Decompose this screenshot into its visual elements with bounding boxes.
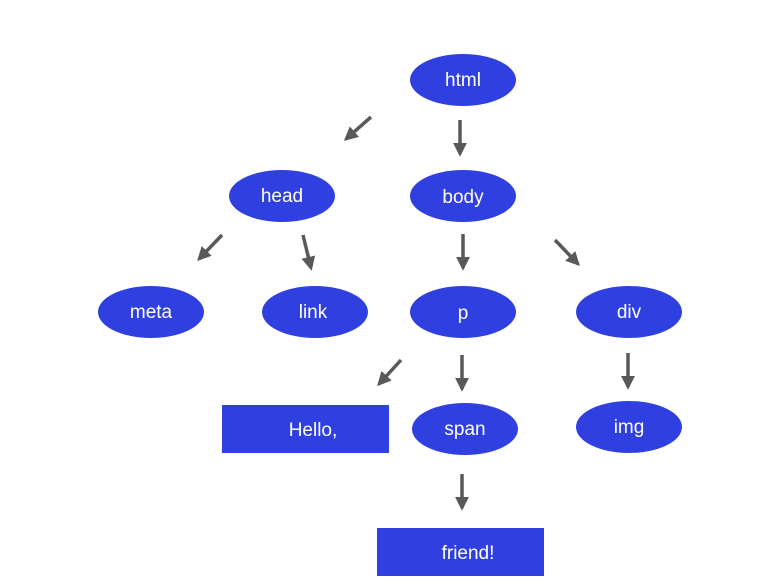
- node-p: p: [410, 286, 516, 338]
- node-shape: [410, 286, 516, 338]
- arrow-p-to-hello: [377, 358, 403, 387]
- node-meta: meta: [98, 286, 204, 338]
- node-label: Hello,: [289, 420, 338, 441]
- node-label: body: [442, 187, 484, 208]
- edges: [197, 115, 635, 511]
- node-head: head: [229, 170, 335, 222]
- arrow-body-to-div: [553, 238, 580, 267]
- node-shape: [410, 170, 516, 222]
- node-shape: [98, 286, 204, 338]
- node-shape: [229, 170, 335, 222]
- node-link: link: [262, 286, 368, 338]
- node-span: span: [412, 403, 518, 455]
- node-html: html: [410, 54, 516, 106]
- node-friend: friend!: [377, 528, 544, 576]
- node-label: html: [445, 70, 481, 91]
- node-body: body: [410, 170, 516, 222]
- arrow-head-to-link: [301, 234, 316, 271]
- node-shape: [576, 286, 682, 338]
- arrow-html-to-head: [343, 115, 373, 141]
- node-img: img: [576, 401, 682, 453]
- node-label: span: [444, 419, 485, 440]
- node-label: div: [617, 302, 642, 323]
- node-hello: Hello,: [222, 405, 389, 453]
- node-label: meta: [130, 302, 173, 323]
- node-label: link: [299, 302, 328, 323]
- node-label: p: [458, 303, 469, 324]
- arrow-head-to-meta: [197, 233, 224, 262]
- node-shape: [412, 403, 518, 455]
- node-shape: [410, 54, 516, 106]
- node-label: img: [614, 417, 645, 438]
- node-shape: [576, 401, 682, 453]
- node-label: head: [261, 186, 303, 207]
- node-shape: [377, 528, 544, 576]
- node-label: friend!: [442, 543, 495, 564]
- node-shape: [262, 286, 368, 338]
- node-div: div: [576, 286, 682, 338]
- node-shape: [222, 405, 389, 453]
